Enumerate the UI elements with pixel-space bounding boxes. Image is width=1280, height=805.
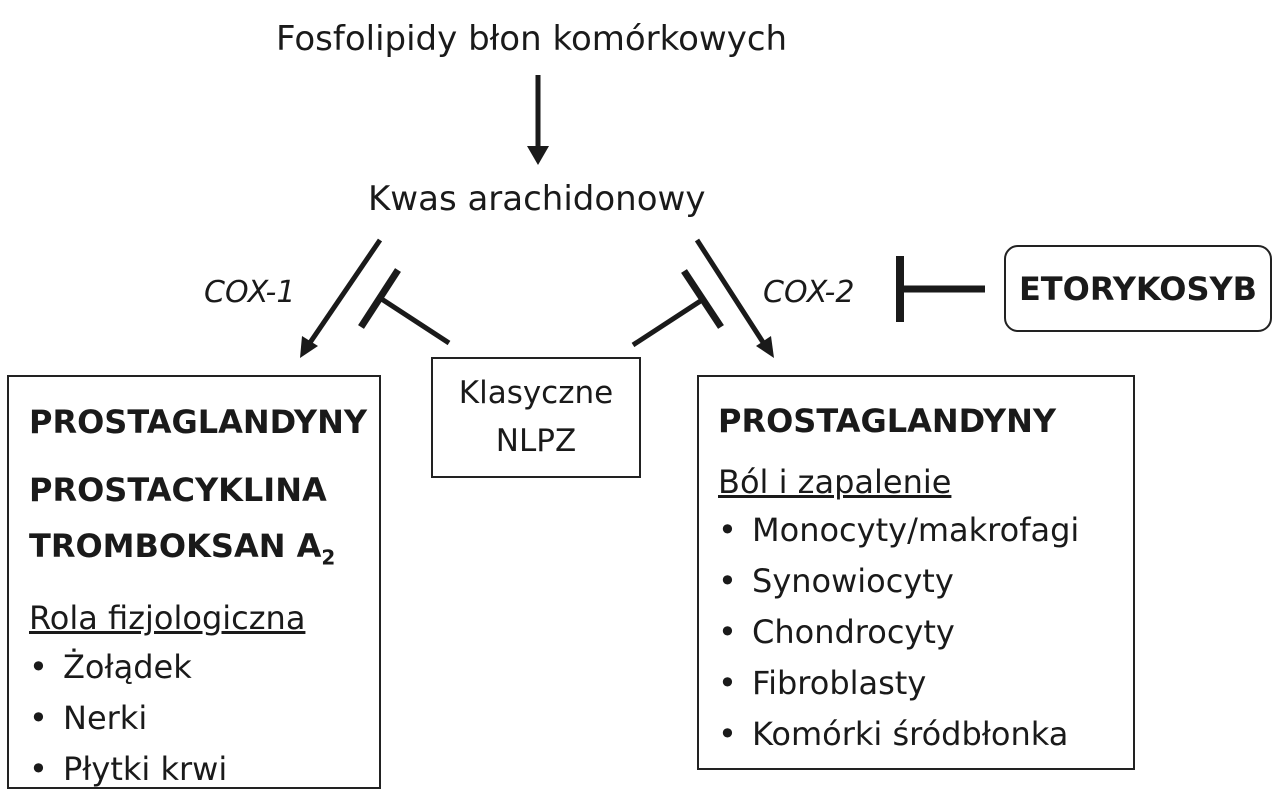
nsaid-line2: NLPZ	[495, 423, 577, 459]
thromboxane-label: TROMBOKSAN A	[29, 527, 322, 565]
list-item: • Płytki krwi	[29, 744, 379, 795]
bullet: •	[718, 613, 737, 651]
thromboxane-subscript: 2	[321, 545, 336, 570]
right-section-heading: Ból i zapalenie	[718, 463, 952, 501]
list-item: • Żołądek	[29, 642, 379, 693]
arrowhead-cox2	[756, 336, 774, 358]
list-item: • Chondrocyty	[718, 607, 1133, 658]
left-section-heading: Rola fizjologiczna	[29, 599, 306, 638]
arrow-cox1	[302, 238, 383, 352]
left-outcome-box: PROSTAGLANDYNY PROSTACYKLINA TROMBOKSAN …	[7, 375, 381, 789]
label-cox2: COX-2	[763, 275, 855, 310]
arrowhead-down	[527, 146, 549, 165]
list-item: • Monocyty/makrofagi	[718, 505, 1133, 556]
nsaid-line1: Klasyczne	[458, 375, 614, 411]
inhibition-line-nlpz-cox1	[378, 295, 451, 346]
bullet: •	[718, 715, 737, 753]
list-item: • Komórki śródbłonka	[718, 709, 1133, 760]
label-cox1: COX-1	[204, 275, 296, 310]
list-item: • Synowiocyty	[718, 556, 1133, 607]
list-item: • Fibroblasty	[718, 658, 1133, 709]
item-label: Żołądek	[63, 648, 192, 687]
bullet: •	[29, 648, 48, 687]
nsaid-box: Klasyczne NLPZ	[431, 357, 641, 478]
bullet: •	[718, 664, 737, 702]
list-item: • Nerki	[29, 693, 379, 744]
left-line-thromboxane: TROMBOKSAN A2	[29, 516, 379, 587]
item-label: Komórki śródbłonka	[752, 715, 1069, 753]
inhibition-bar-cox1	[358, 268, 401, 329]
item-label: Nerki	[63, 699, 148, 738]
item-label: Monocyty/makrofagi	[752, 511, 1080, 549]
inhibition-line-nlpz-cox2	[631, 297, 704, 348]
node-arachidonic-acid: Kwas arachidonowy	[368, 179, 706, 219]
node-phospholipids: Fosfolipidy błon komórkowych	[276, 19, 788, 59]
bullet: •	[29, 699, 48, 738]
item-label: Chondrocyty	[752, 613, 955, 651]
bullet: •	[718, 562, 737, 600]
item-label: Płytki krwi	[63, 750, 228, 789]
right-line-prostaglandins: PROSTAGLANDYNY	[718, 402, 1057, 440]
etoricoxib-label: ETORYKOSYB	[1018, 269, 1258, 308]
left-line-prostaglandins: PROSTAGLANDYNY	[29, 403, 368, 441]
bullet: •	[29, 750, 48, 789]
bullet: •	[718, 511, 737, 549]
arrow-cox2	[694, 238, 771, 352]
left-item-list: • Żołądek • Nerki • Płytki krwi	[29, 642, 379, 795]
inhibition-bar-cox2	[681, 269, 724, 329]
right-item-list: • Monocyty/makrofagi • Synowiocyty • Chondr…	[718, 505, 1133, 760]
item-label: Synowiocyty	[752, 562, 954, 600]
arrowhead-cox1	[300, 336, 318, 358]
left-line-prostacyclin: PROSTACYKLINA	[29, 471, 327, 509]
etoricoxib-box: ETORYKOSYB	[1004, 245, 1272, 332]
right-outcome-box: PROSTAGLANDYNY Ból i zapalenie • Monocyty…	[697, 375, 1135, 770]
item-label: Fibroblasty	[752, 664, 927, 702]
